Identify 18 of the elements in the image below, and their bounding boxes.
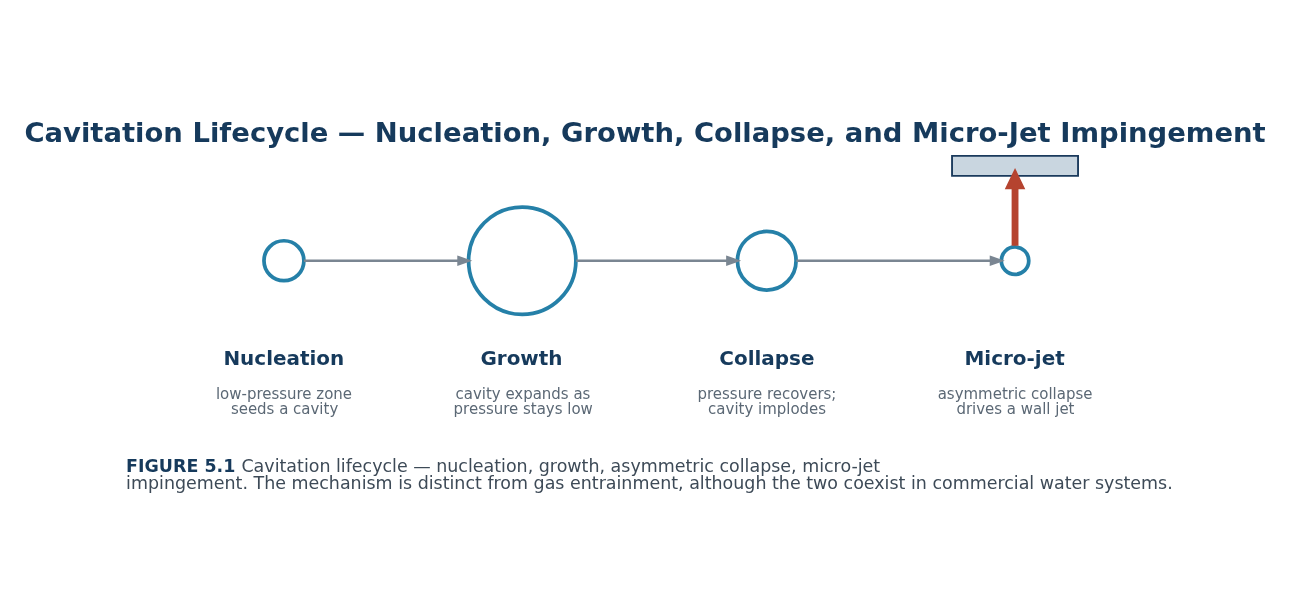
node-label: Nucleation [223, 346, 345, 371]
node-box [951, 154, 1079, 177]
node-circle [262, 238, 306, 283]
node-label: cavity expands as pressure stays low [453, 384, 593, 418]
node-circle [466, 205, 578, 317]
node-circle [735, 229, 798, 292]
node-label: Micro-jet [964, 346, 1065, 371]
node-label: Growth [480, 346, 563, 371]
node-label: Collapse [719, 346, 815, 371]
arrow [796, 255, 1005, 266]
caption: FIGURE 5.1 Cavitation lifecycle — nucleation, growth, asymmetric collapse, micro-jet impingement. The mechanism is distinct from gas entrainment, although the two coexist in commercial water systems. [126, 455, 1173, 494]
node-label: asymmetric collapse drives a wall jet [937, 384, 1093, 418]
arrow [576, 255, 742, 266]
node-circle [999, 245, 1031, 277]
diagram-title: Cavitation Lifecycle — Nucleation, Growth, Collapse, and Micro-Jet Impingement [24, 116, 1266, 148]
node-label: low-pressure zone seeds a cavity [215, 384, 353, 418]
node-label: pressure recovers; cavity implodes [697, 384, 837, 418]
arrow [303, 255, 473, 266]
